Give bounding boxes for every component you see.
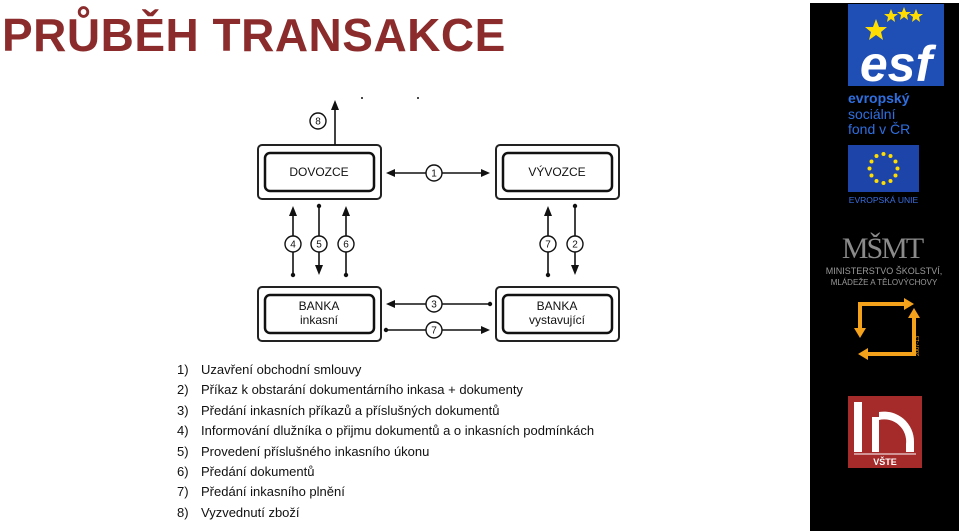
page-title: PRŮBĚH TRANSAKCE: [2, 9, 506, 61]
step-item: 2) Příkaz k obstarání dokumentárního inka…: [177, 380, 594, 400]
step-number: 6): [177, 463, 189, 479]
vste-label: VŠTE: [873, 456, 897, 467]
step-text: Provedení příslušného inkasního úkonu: [201, 443, 430, 459]
vste-logo: VŠTE: [848, 396, 922, 468]
marker-5: 5: [316, 240, 322, 251]
box-collecting-bank-line1: BANKA: [299, 299, 340, 313]
marker-7-exporter: 7: [545, 240, 551, 251]
arrow-step-2: 2: [566, 203, 584, 275]
step-item: 5) Provedení příslušného inkasního úkonu: [177, 442, 594, 462]
op-program-logo: 2007-13: [854, 298, 921, 360]
step-number: 5): [177, 443, 189, 459]
step-item: 3) Předání inkasních příkazů a příslušnýc…: [177, 401, 594, 421]
step-item: 6) Předání dokumentů: [177, 462, 594, 482]
arrow-step-7-banks: 7: [383, 321, 490, 339]
marker-6: 6: [343, 240, 349, 251]
step-text: Informování dlužníka o přijmu dokumentů …: [201, 423, 595, 439]
step-text: Příkaz k obstarání dokumentárního inkasa…: [201, 382, 523, 398]
step-item: 4) Informování dlužníka o přijmu dokument…: [177, 421, 594, 441]
step-text: Předání inkasních příkazů a příslušných …: [201, 402, 500, 418]
step-item: 8) Vyzvednutí zboží: [177, 503, 594, 523]
star-icon: [865, 7, 923, 40]
logo-sidebar: esf evropský sociální fond v ČR EVROPSKÁ…: [810, 3, 959, 531]
marker-7-banks: 7: [431, 326, 437, 337]
esf-logo: esf evropský sociální fond v ČR: [848, 4, 944, 137]
op-years: 2007-13: [915, 336, 921, 356]
box-issuing-bank: BANKA vystavující: [495, 286, 620, 342]
arrow-step-4: 4: [284, 206, 302, 278]
eu-stars-icon: [867, 152, 900, 185]
box-collecting-bank-line2: inkasní: [300, 313, 339, 327]
eu-label: EVROPSKÁ UNIE: [849, 195, 919, 205]
marker-8: 8: [315, 117, 321, 128]
esf-line2: sociální: [848, 106, 896, 122]
arrow-step-5: 5: [310, 203, 328, 275]
msmt-line2: MLÁDEŽE A TĚLOVÝCHOVY: [831, 278, 938, 287]
step-text: Předání inkasního plnění: [201, 484, 345, 500]
box-issuing-bank-line1: BANKA: [537, 299, 578, 313]
box-importer: DOVOZCE: [257, 144, 382, 200]
step-list: 1) Uzavření obchodní smlouvy 2) Příkaz k o…: [177, 360, 594, 523]
esf-wordmark: esf: [860, 36, 937, 92]
step-number: 1): [177, 362, 189, 377]
eu-flag-logo: EVROPSKÁ UNIE: [848, 145, 919, 205]
arrow-step-3: 3: [386, 295, 493, 313]
step-item: 1) Uzavření obchodní smlouvy: [177, 360, 594, 380]
step-text: Uzavření obchodní smlouvy: [201, 362, 362, 377]
msmt-logo: MŠMT MINISTERSTVO ŠKOLSTVÍ, MLÁDEŽE A TĚ…: [826, 232, 943, 287]
box-importer-label: DOVOZCE: [289, 165, 348, 179]
arrow-step-6: 6: [337, 206, 355, 278]
esf-line3: fond v ČR: [848, 121, 910, 137]
box-issuing-bank-line2: vystavující: [529, 313, 586, 327]
step-number: 3): [177, 402, 189, 418]
transaction-diagram: DOVOZCE VÝVOZCE BANKA inkasní BANKA vyst…: [257, 97, 620, 342]
step-item: 7) Předání inkasního plnění: [177, 482, 594, 502]
arrow-step-1: 1: [386, 164, 490, 182]
box-collecting-bank: BANKA inkasní: [257, 286, 382, 342]
step-text: Předání dokumentů: [201, 463, 315, 479]
step-number: 7): [177, 484, 189, 500]
box-exporter-label: VÝVOZCE: [528, 164, 585, 179]
arrow-step-7-exporter: 7: [539, 206, 557, 278]
box-exporter: VÝVOZCE: [495, 144, 620, 200]
marker-4: 4: [290, 240, 296, 251]
step-number: 4): [177, 423, 189, 439]
marker-2: 2: [572, 240, 578, 251]
vste-emblem-icon: [854, 402, 915, 452]
step-number: 8): [177, 504, 189, 520]
marker-3: 3: [431, 300, 437, 311]
esf-line1: evropský: [848, 90, 910, 106]
msmt-line1: MINISTERSTVO ŠKOLSTVÍ,: [826, 266, 943, 276]
step-number: 2): [177, 382, 189, 398]
arrow-step-8: 8: [309, 97, 419, 145]
cycle-arrows-icon: [858, 302, 916, 356]
msmt-emblem: MŠMT: [842, 232, 924, 265]
step-text: Vyzvednutí zboží: [201, 504, 300, 520]
marker-1: 1: [431, 169, 437, 180]
